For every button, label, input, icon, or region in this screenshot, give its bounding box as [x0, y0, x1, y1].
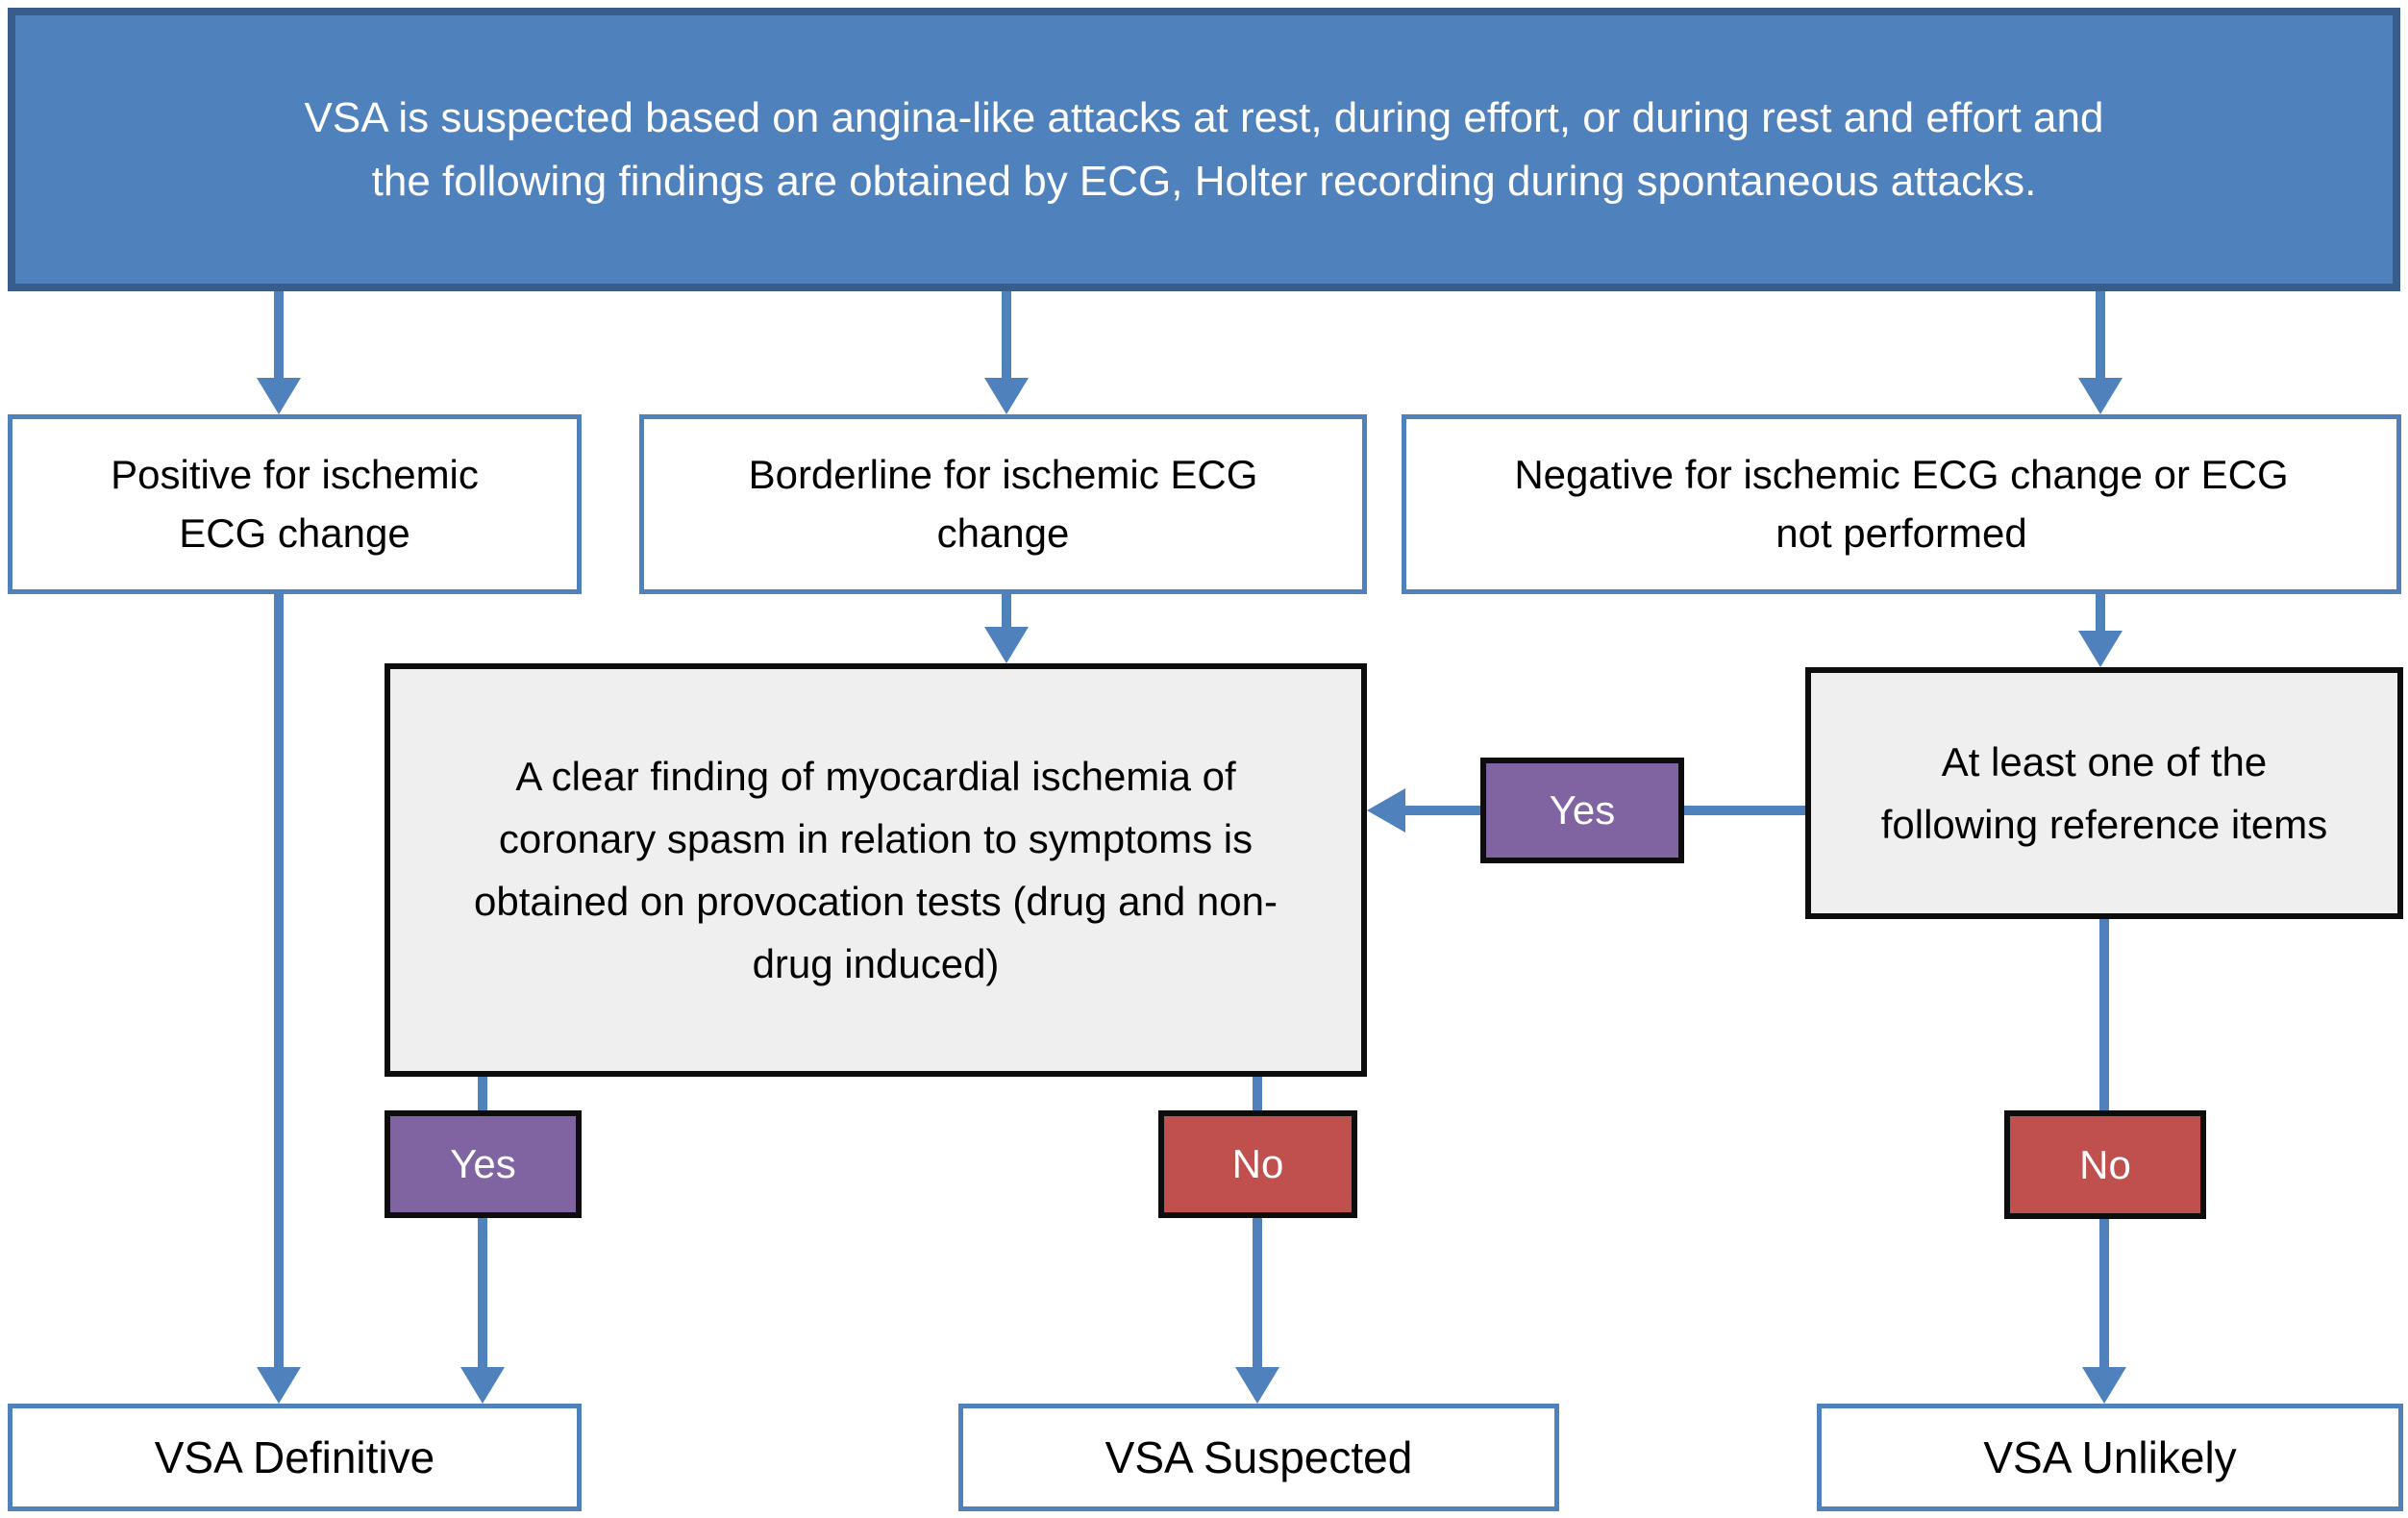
arrow-title-to-positive-head	[257, 378, 301, 414]
arrow-title-to-borderline-line	[1002, 291, 1011, 380]
label-no-reference-to-unlikely: No	[2004, 1110, 2206, 1219]
arrow-borderline-to-provocation-line	[1002, 594, 1011, 629]
label-no-provocation-to-suspected: No	[1158, 1110, 1357, 1218]
label-no-provocation-to-suspected-text: No	[1231, 1141, 1284, 1186]
arrow-title-to-borderline-head	[984, 378, 1029, 414]
arrow-provocation-yes-upper-line	[478, 1077, 487, 1110]
suspicion-criteria-text: VSA is suspected based on angina-like at…	[304, 93, 2104, 205]
node-provocation-test: A clear finding of myocardial ischemia o…	[385, 663, 1367, 1077]
arrow-title-to-negative-line	[2096, 291, 2105, 380]
label-yes-provocation-to-definitive-text: Yes	[450, 1141, 516, 1186]
arrow-title-to-positive-line	[274, 291, 284, 380]
node-vsa-suspected-text: VSA Suspected	[1105, 1431, 1413, 1482]
arrow-reference-no-head	[2082, 1367, 2126, 1404]
label-yes-provocation-to-definitive: Yes	[385, 1110, 582, 1218]
node-vsa-unlikely-text: VSA Unlikely	[1983, 1431, 2237, 1482]
node-borderline-ecg: Borderline for ischemic ECG change	[639, 414, 1367, 594]
node-positive-ecg: Positive for ischemic ECG change	[8, 414, 582, 594]
node-provocation-test-text: A clear finding of myocardial ischemia o…	[474, 753, 1278, 987]
node-positive-ecg-text: Positive for ischemic ECG change	[111, 451, 479, 556]
arrow-positive-to-definitive-line	[274, 594, 284, 1367]
arrow-borderline-to-provocation-head	[984, 627, 1029, 663]
node-borderline-ecg-text: Borderline for ischemic ECG change	[748, 451, 1258, 556]
arrow-provocation-yes-head	[460, 1367, 505, 1404]
label-yes-reference-to-provocation: Yes	[1480, 758, 1684, 863]
node-negative-ecg: Negative for ischemic ECG change or ECG …	[1402, 414, 2401, 594]
node-suspicion-criteria: VSA is suspected based on angina-like at…	[8, 8, 2400, 291]
arrow-positive-to-definitive-head	[257, 1367, 301, 1404]
label-yes-reference-to-provocation-text: Yes	[1549, 787, 1616, 833]
label-no-reference-to-unlikely-text: No	[2079, 1141, 2131, 1187]
arrow-reference-to-provocation-head	[1367, 788, 1405, 833]
node-reference-items: At least one of the following reference …	[1805, 667, 2403, 919]
node-vsa-definitive: VSA Definitive	[8, 1404, 582, 1511]
node-vsa-unlikely: VSA Unlikely	[1817, 1404, 2403, 1511]
arrow-provocation-no-upper-line	[1253, 1077, 1262, 1110]
arrow-reference-no-lower-line	[2099, 1219, 2109, 1367]
arrow-provocation-yes-lower-line	[478, 1218, 487, 1367]
node-negative-ecg-text: Negative for ischemic ECG change or ECG …	[1514, 451, 2289, 556]
node-reference-items-text: At least one of the following reference …	[1880, 738, 2328, 847]
arrow-title-to-negative-head	[2078, 378, 2123, 414]
node-vsa-definitive-text: VSA Definitive	[154, 1431, 435, 1482]
arrow-provocation-no-head	[1235, 1367, 1279, 1404]
arrow-negative-to-reference-head	[2078, 631, 2123, 667]
arrow-reference-no-upper-line	[2099, 919, 2109, 1110]
arrow-provocation-no-lower-line	[1253, 1218, 1262, 1367]
node-vsa-suspected: VSA Suspected	[958, 1404, 1559, 1511]
arrow-negative-to-reference-line	[2096, 594, 2105, 633]
